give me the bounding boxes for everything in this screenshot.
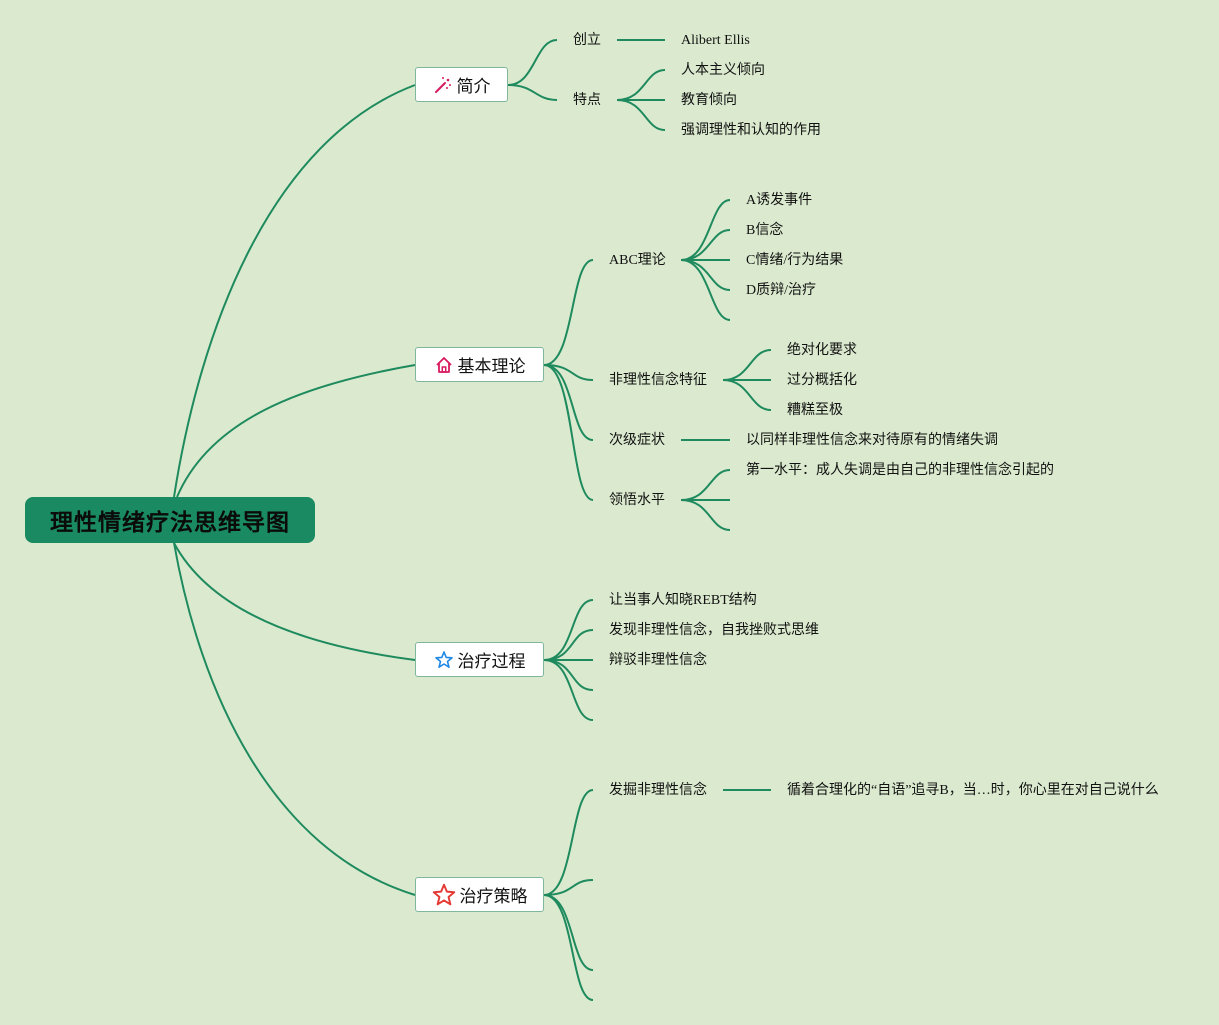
star-outline-icon (434, 650, 453, 668)
node-irrational-features[interactable]: 非理性信念特征 (609, 373, 707, 388)
node-process-item[interactable]: 让当事人知晓REBT结构 (609, 593, 757, 608)
branch-theory-label: 基本理论 (457, 357, 526, 377)
node-process-item[interactable]: 发现非理性信念，自我挫败式思维 (609, 623, 819, 638)
magic-wand-icon (434, 76, 451, 93)
branch-intro-label: 简介 (456, 77, 491, 97)
link-root-process (173, 542, 416, 661)
branch-process-label: 治疗过程 (457, 652, 526, 672)
node-feature-item[interactable]: 人本主义倾向 (681, 63, 765, 78)
node-founder-value[interactable]: Alibert Ellis (681, 33, 750, 48)
link-root-theory (176, 364, 416, 498)
star-icon (432, 883, 455, 905)
branch-process[interactable]: 治疗过程 (415, 642, 544, 677)
node-insight-item[interactable]: 第一水平：成人失调是由自己的非理性信念引起的 (746, 463, 1054, 478)
root-topic[interactable]: 理性情绪疗法思维导图 (25, 497, 315, 543)
node-secondary-value[interactable]: 以同样非理性信念来对待原有的情绪失调 (746, 433, 998, 448)
branch-intro[interactable]: 简介 (415, 67, 508, 102)
node-abc-item[interactable]: D质辩/治疗 (746, 283, 816, 298)
node-founder[interactable]: 创立 (573, 33, 601, 48)
node-abc-item[interactable]: A诱发事件 (746, 193, 813, 208)
node-abc-theory[interactable]: ABC理论 (609, 253, 666, 268)
node-irrational-item[interactable]: 过分概括化 (787, 373, 857, 388)
node-features[interactable]: 特点 (573, 93, 601, 108)
node-abc-item[interactable]: C情绪/行为结果 (746, 253, 844, 268)
connector-lines (173, 39, 772, 1001)
branch-strategy-label: 治疗策略 (459, 887, 528, 907)
node-process-item[interactable]: 辩驳非理性信念 (609, 653, 707, 668)
link-root-intro (173, 84, 416, 498)
node-irrational-item[interactable]: 绝对化要求 (787, 343, 857, 358)
node-feature-item[interactable]: 强调理性和认知的作用 (681, 123, 821, 138)
branch-strategy[interactable]: 治疗策略 (415, 877, 544, 912)
branch-theory[interactable]: 基本理论 (415, 347, 544, 382)
node-dig-value[interactable]: 循着合理化的“自语”追寻B，当…时，你心里在对自己说什么 (787, 783, 1159, 798)
home-icon (435, 356, 452, 373)
link-root-strategy (173, 542, 416, 896)
node-abc-item[interactable]: B信念 (746, 223, 784, 238)
root-title: 理性情绪疗法思维导图 (50, 510, 290, 536)
node-secondary-symptom[interactable]: 次级症状 (609, 433, 665, 448)
node-insight-level[interactable]: 领悟水平 (609, 493, 665, 508)
node-irrational-item[interactable]: 糟糕至极 (787, 403, 843, 418)
node-dig-irrational[interactable]: 发掘非理性信念 (609, 783, 707, 798)
node-feature-item[interactable]: 教育倾向 (681, 93, 737, 108)
